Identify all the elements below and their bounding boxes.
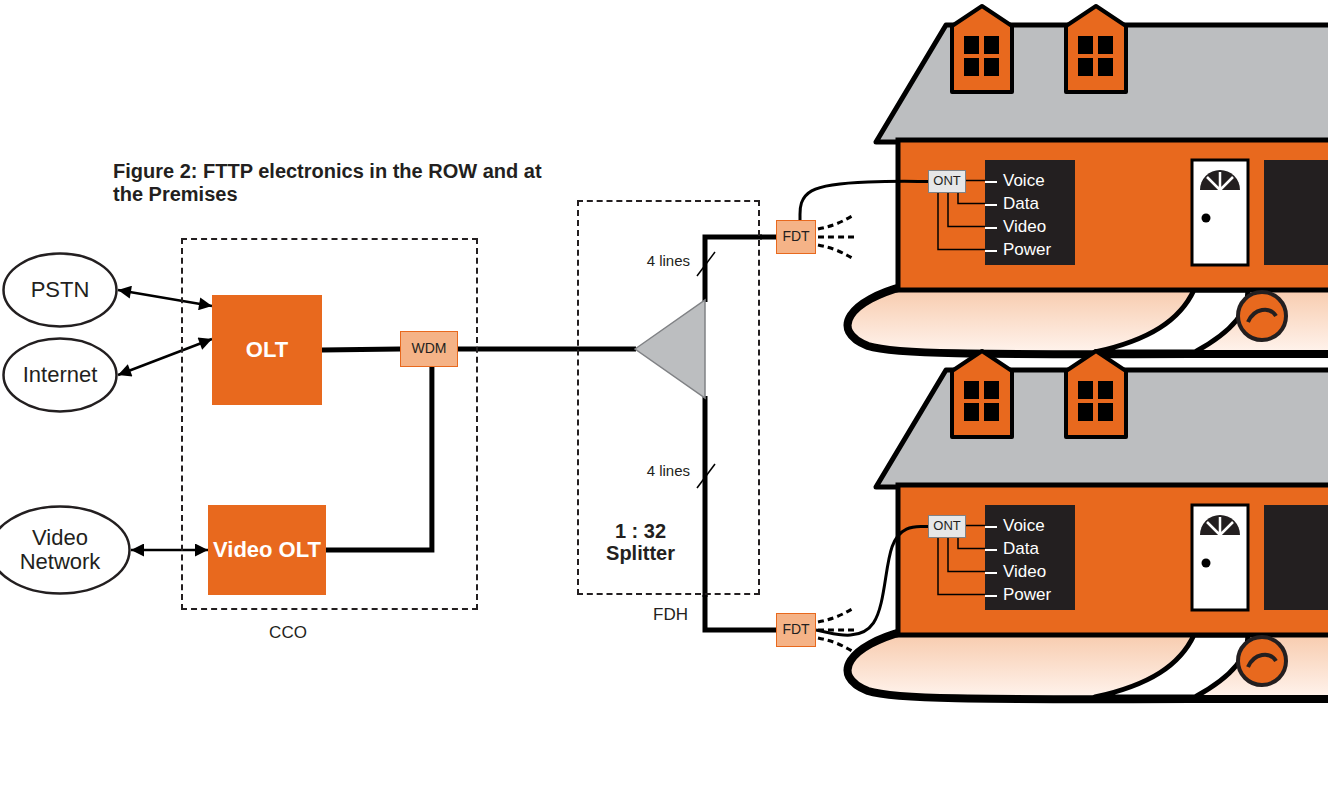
node-label: Video Network [0,526,131,574]
network-cloud: Internet [2,337,118,413]
line-count-slash [697,464,715,488]
service-label: Video [985,215,1046,238]
service-wire [938,193,985,250]
house [848,351,1328,699]
node-label: Internet [23,363,98,387]
node-label: ONT [933,174,960,188]
fiber-line [577,347,636,352]
figure-title: Figure 2: FTTP electronics in the ROW an… [113,160,543,206]
fiber-line [458,347,577,352]
fiber-line [326,367,432,550]
olt-box: Video OLT [208,505,326,595]
olt-box: OLT [212,295,322,405]
service-wire [948,193,985,227]
node-label: PSTN [31,278,90,302]
fdt-box: FDT [776,613,816,647]
fdt-box: FDT [776,220,816,254]
service-wire [958,193,985,204]
callout-label: 4 lines [630,252,690,269]
service-label: Power [985,238,1051,261]
drop-stub [818,638,854,652]
service-label: Voice [985,514,1045,537]
ellipse-outline [4,254,117,327]
service-wire [948,538,985,572]
service-panel: VoiceDataVideoPower [985,505,1075,610]
central-office-box: CCOOLTWDMVideo OLT [181,238,478,610]
node-label: OLT [246,338,288,362]
callout-label: 4 lines [630,462,690,479]
service-label: Power [985,583,1051,606]
fiber-line [705,595,776,630]
service-label: Data [985,192,1039,215]
splitter-triangle [635,300,705,398]
ellipse-outline [4,339,117,412]
network-cloud: Video Network [0,505,131,595]
node-label: Video OLT [213,538,321,562]
node-label: FDT [782,229,809,244]
node-label: ONT [933,519,960,533]
node-label: FDH [579,606,762,625]
service-wire [958,538,985,549]
wdm-box: WDM [400,331,458,367]
link-arrow [131,549,208,552]
ont-box: ONT [928,170,966,193]
link-arrow [118,290,212,306]
node-label: CCO [258,624,318,643]
network-cloud: PSTN [2,252,118,328]
drop-stub [818,629,854,632]
drop-stub [818,245,854,259]
fiber-line [816,527,928,636]
service-wire [966,525,985,527]
ont-box: ONT [928,515,966,538]
node-label: WDM [412,341,447,356]
fiber-line [705,237,762,302]
node-label: FDT [782,622,809,637]
link-arrow [118,339,212,375]
drop-stub [818,608,854,622]
fiber-line [322,349,400,350]
drop-stub [818,215,854,229]
service-wire [938,538,985,595]
fiber-line [703,396,708,597]
service-label: Voice [985,169,1045,192]
splitter [577,237,762,597]
line-count-slash [697,252,715,276]
service-label: Video [985,560,1046,583]
drop-stub [818,236,854,239]
service-panel: VoiceDataVideoPower [985,160,1075,265]
fiber-line [760,235,776,240]
node-label: 1 : 32 Splitter [584,520,697,564]
service-wire [966,180,985,182]
fiber-line [800,181,928,220]
service-label: Data [985,537,1039,560]
